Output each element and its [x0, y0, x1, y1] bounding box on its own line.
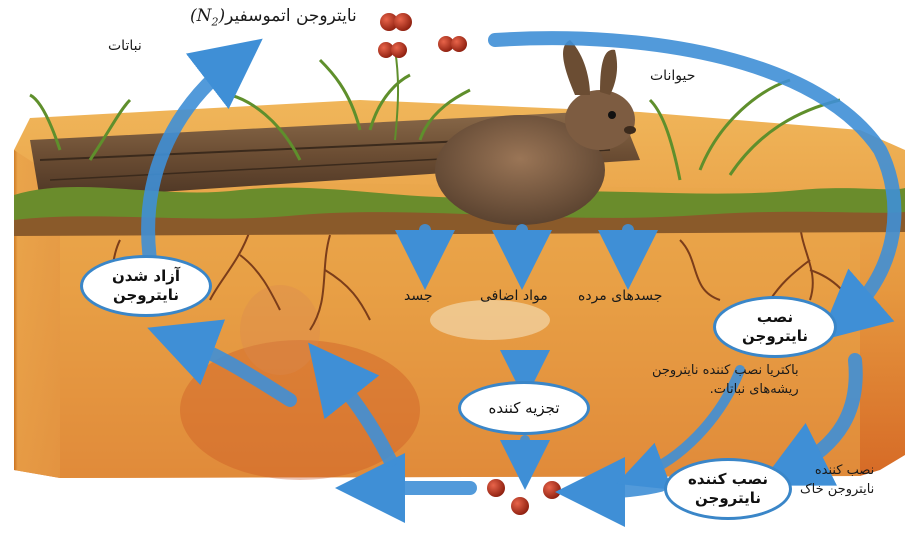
waste-label: مواد اضافی: [480, 288, 548, 304]
root-bacteria-line2: ریشه‌های نباتات.: [652, 381, 799, 400]
body-label: جسد: [404, 288, 433, 304]
soil-fixing-line1: نصب کننده: [800, 462, 874, 481]
arrow-fixer-to-molecules: [590, 485, 660, 492]
soil-fixing-line2: نایتروجن خاک: [800, 481, 874, 500]
fixation-line2: نایتروجن: [742, 327, 808, 346]
fixation-line1: نصب: [742, 308, 808, 327]
release-line2: نایتروجن: [112, 286, 180, 305]
soil-fixing-label: نصب کننده نایتروجن خاک: [800, 462, 874, 500]
release-line1: آزاد شدن: [112, 267, 180, 286]
root-bacteria-label: باکتریا نصب کننده نایتروجن ریشه‌های نبات…: [652, 362, 799, 400]
animals-label: حیوانات: [650, 68, 695, 84]
decomposer-label: تجزیه کننده: [488, 399, 559, 418]
root-bacteria-line1: باکتریا نصب کننده نایتروجن: [652, 362, 799, 381]
atmosphere-label: نایتروجن اتموسفیر(N2): [190, 6, 357, 28]
plants-label: نباتات: [108, 38, 142, 54]
fixer-line1: نصب کننده: [688, 470, 768, 489]
nitrogen-molecules-soil: [487, 479, 561, 515]
decomposer-oval: تجزیه کننده: [458, 381, 590, 435]
fixer-line2: نایتروجن: [688, 489, 768, 508]
dead-bodies-label: جسدهای مرده: [578, 288, 662, 304]
